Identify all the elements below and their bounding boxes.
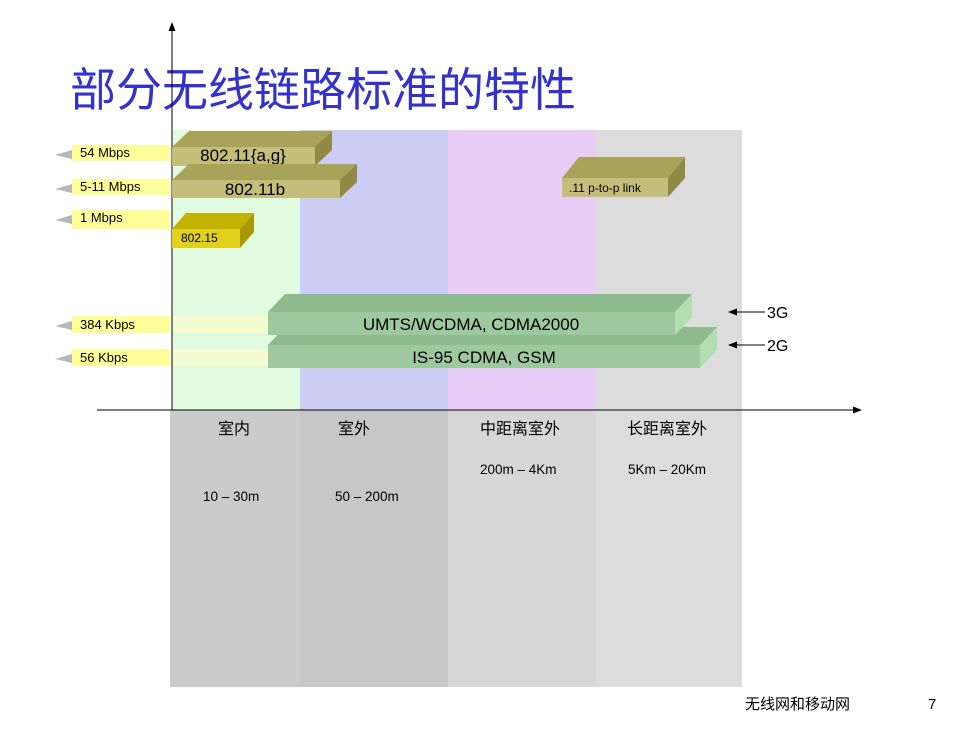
slide-title: 部分无线链路标准的特性 (70, 63, 576, 117)
rate-pointer (55, 321, 72, 330)
bar-side-face (340, 164, 357, 198)
rate-label-384kbps: 384 Kbps (55, 316, 268, 333)
rate-label-text: 5-11 Mbps (80, 179, 141, 194)
rate-label-5-11mbps: 5-11 Mbps (55, 179, 170, 195)
x-axis-arrowhead (853, 406, 862, 414)
bar-label: 802.11b (225, 180, 285, 199)
page-number: 7 (928, 696, 936, 713)
left-arrow-icon (728, 341, 737, 349)
axes (97, 22, 862, 414)
environment-labels: 室内 室外 中距离室外 长距离室外 (218, 419, 707, 438)
footer: 无线网和移动网 7 (745, 695, 936, 713)
bar-side-face (675, 294, 692, 335)
rate-label-text: 56 Kbps (80, 350, 128, 365)
rate-band (173, 349, 268, 366)
range-long: 5Km – 20Km (628, 462, 706, 477)
rate-pointer (55, 215, 72, 224)
rate-pointer (55, 150, 72, 159)
y-axis-arrowhead (168, 22, 176, 31)
rate-label-56kbps: 56 Kbps (55, 349, 268, 366)
range-indoor: 10 – 30m (203, 489, 259, 504)
bar-front-face (172, 229, 240, 248)
bar-side-face (240, 213, 254, 248)
rate-labels: 54 Mbps 5-11 Mbps 1 Mbps 384 Kbps 56 Kbp… (55, 145, 268, 366)
marker-label: 3G (767, 305, 788, 322)
rate-label-box (72, 316, 170, 333)
bar-label: 802.11{a,g} (200, 146, 286, 165)
rate-label-text: 384 Kbps (80, 317, 135, 332)
bar-802-11ag: 802.11{a,g} (172, 131, 332, 166)
generation-marker-2g: 2G (728, 338, 788, 355)
rate-label-box (72, 210, 170, 229)
long-range-cell (596, 410, 742, 687)
rate-label-1mbps: 1 Mbps (55, 210, 170, 229)
bar-front-face (562, 178, 668, 197)
bar-side-face (315, 131, 332, 166)
generation-marker-3g: 3G (728, 305, 788, 322)
rate-pointer (55, 354, 72, 363)
range-outdoor: 50 – 200m (335, 489, 399, 504)
bar-802-15: 802.15 (172, 213, 254, 248)
bar-label: UMTS/WCDMA, CDMA2000 (363, 315, 579, 334)
bar-side-face (700, 327, 717, 368)
left-arrow-icon (728, 308, 737, 316)
range-mid: 200m – 4Km (480, 462, 557, 477)
outdoor-range-cell (300, 410, 448, 687)
bar-top-face (268, 294, 692, 312)
bar-top-face (172, 213, 254, 229)
bar-802-11b: 802.11b (172, 164, 357, 199)
range-labels: 10 – 30m 50 – 200m 200m – 4Km 5Km – 20Km (203, 462, 706, 504)
rate-label-text: 54 Mbps (80, 145, 130, 160)
range-cells (170, 410, 742, 687)
bar-front-face (268, 345, 700, 368)
env-label-mid-range: 中距离室外 (480, 419, 560, 438)
env-label-outdoor: 室外 (338, 419, 370, 438)
rate-pointer (55, 184, 72, 193)
bar-label: IS-95 CDMA, GSM (412, 348, 556, 367)
mid-range-cell (448, 410, 596, 687)
bar-front-face (268, 312, 675, 335)
footer-course: 无线网和移动网 (745, 695, 850, 713)
env-label-indoor: 室内 (218, 419, 250, 438)
bar-p2p-link: .11 p-to-p link (562, 157, 685, 197)
rate-label-text: 1 Mbps (80, 210, 123, 225)
bar-front-face (172, 147, 315, 166)
bar-top-face (172, 131, 332, 147)
bar-top-face (172, 164, 357, 180)
bar-side-face (668, 157, 685, 197)
rate-label-box (72, 349, 170, 366)
bar-3g: UMTS/WCDMA, CDMA2000 (268, 294, 692, 335)
rate-label-box (72, 145, 170, 161)
indoor-range-cell (170, 410, 300, 687)
marker-label: 2G (767, 338, 788, 355)
bar-label: 802.15 (181, 231, 218, 245)
bar-top-face (562, 157, 685, 178)
rate-band (173, 316, 268, 333)
bar-label: .11 p-to-p link (569, 181, 642, 195)
rate-label-box (72, 179, 170, 195)
bar-front-face (172, 180, 340, 198)
rate-label-54mbps: 54 Mbps (55, 145, 170, 161)
env-label-long-range: 长距离室外 (627, 419, 707, 438)
